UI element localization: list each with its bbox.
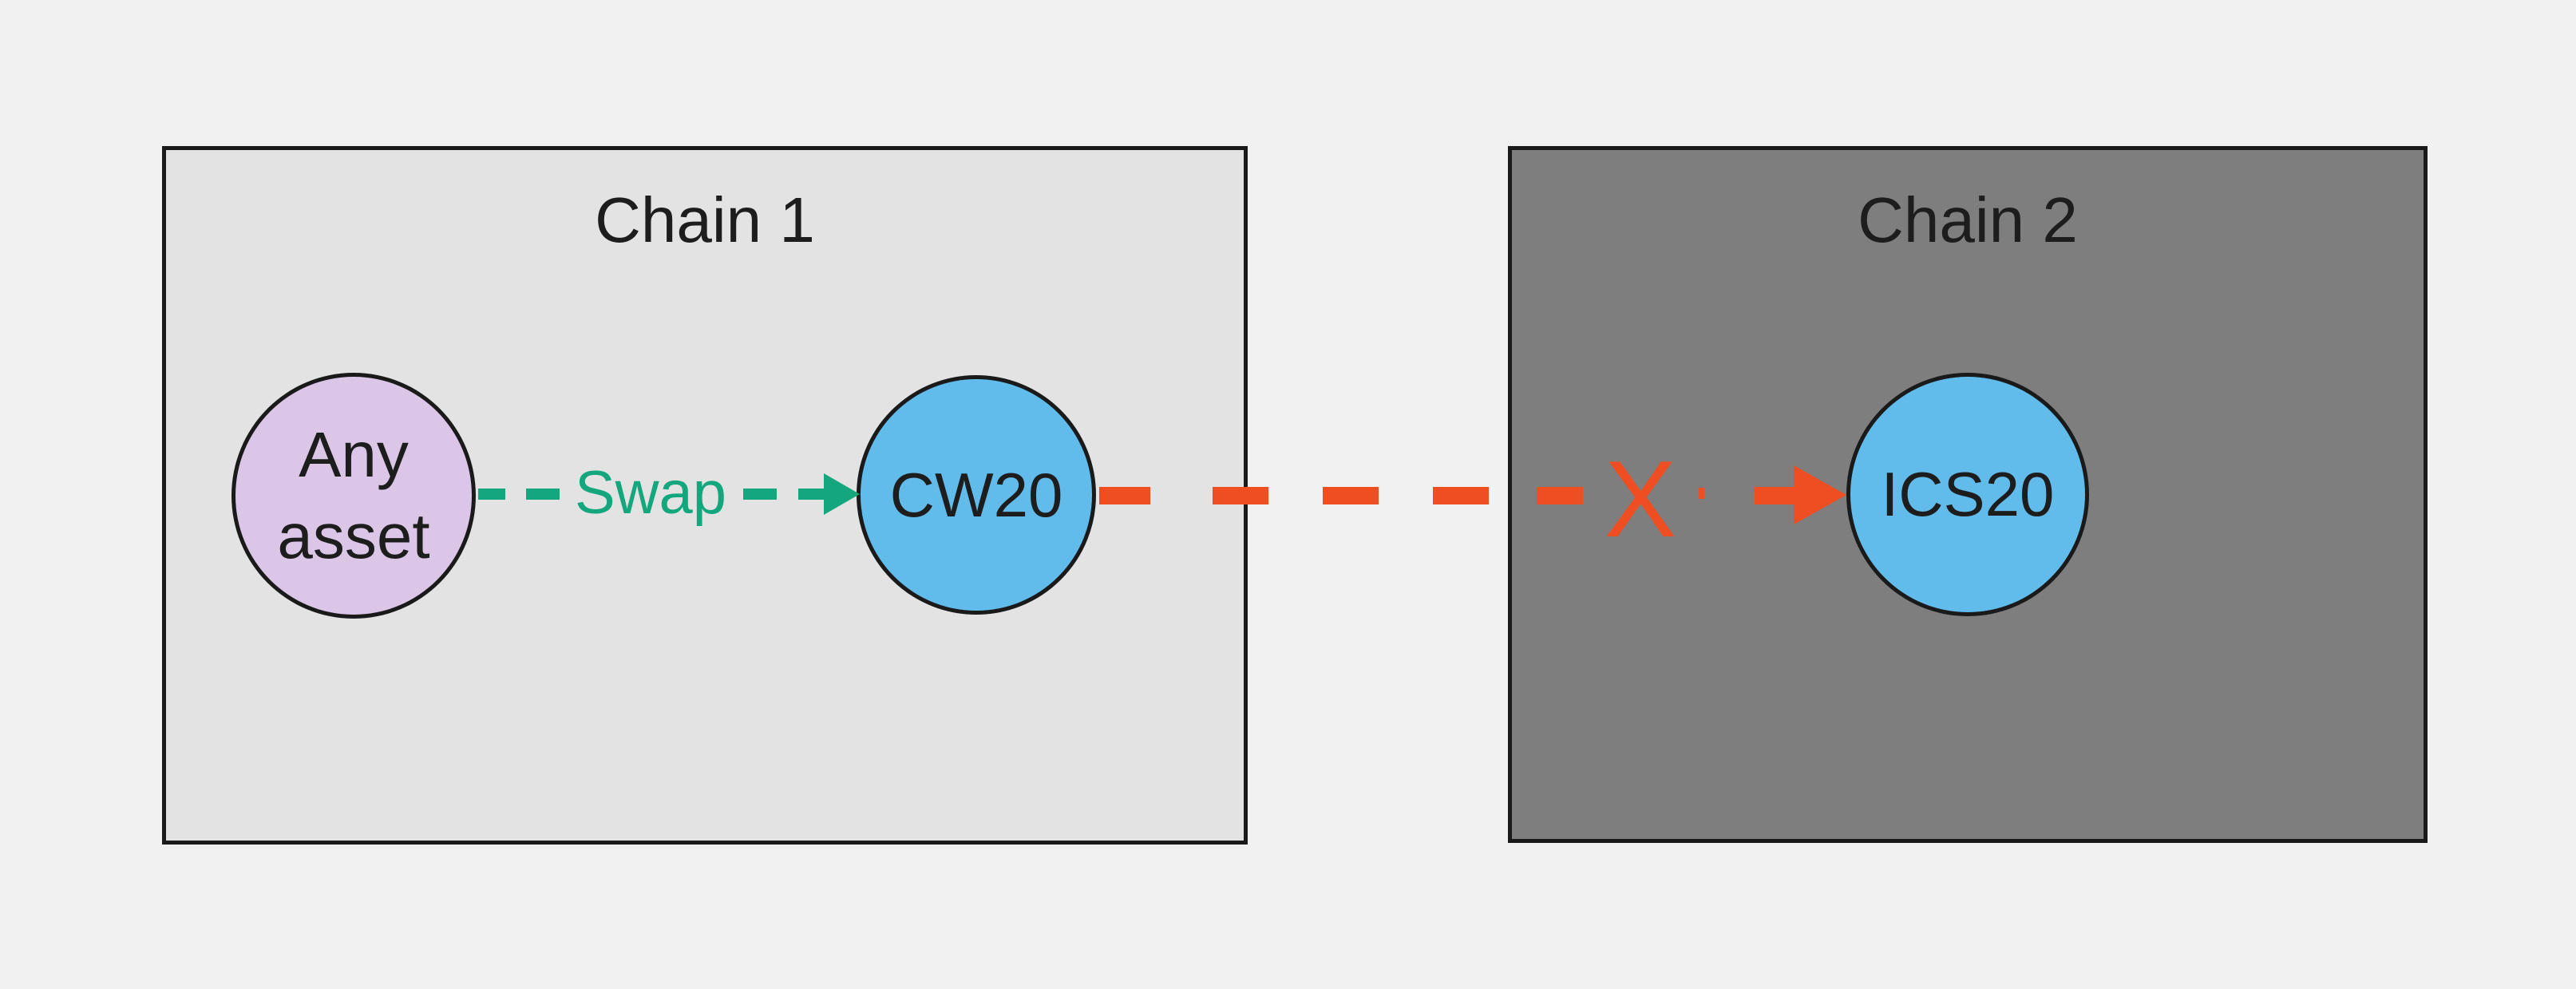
node-ics20: ICS20 [1846,373,2089,616]
blocked-arrowhead-icon [1794,465,1846,524]
swap-edge-label: Swap [574,459,727,527]
blocked-edge-dash [1537,487,1583,504]
blocked-edge-dash [1433,487,1489,504]
swap-arrowhead-icon [824,473,860,515]
swap-edge-dash [478,489,505,500]
node-cw20-label: CW20 [889,459,1063,530]
node-any-asset: Any asset [231,373,476,619]
swap-edge-dash [743,489,777,500]
node-ics20-label: ICS20 [1881,459,2055,529]
blocked-edge-dash [1323,487,1379,504]
blocked-edge-dash [1099,487,1150,504]
swap-edge-dash [798,489,832,500]
swap-edge-dash [526,489,560,500]
blocked-x-icon: X [1604,438,1677,560]
chain1-title: Chain 1 [595,184,815,255]
chain2-title: Chain 2 [1858,184,2078,255]
node-any-asset-label-line2: asset [277,500,430,572]
blocked-edge-dash-fragment [1699,488,1704,499]
node-cw20: CW20 [857,375,1096,615]
node-any-asset-label-line1: Any [299,419,409,491]
blocked-edge-dash [1213,487,1268,504]
